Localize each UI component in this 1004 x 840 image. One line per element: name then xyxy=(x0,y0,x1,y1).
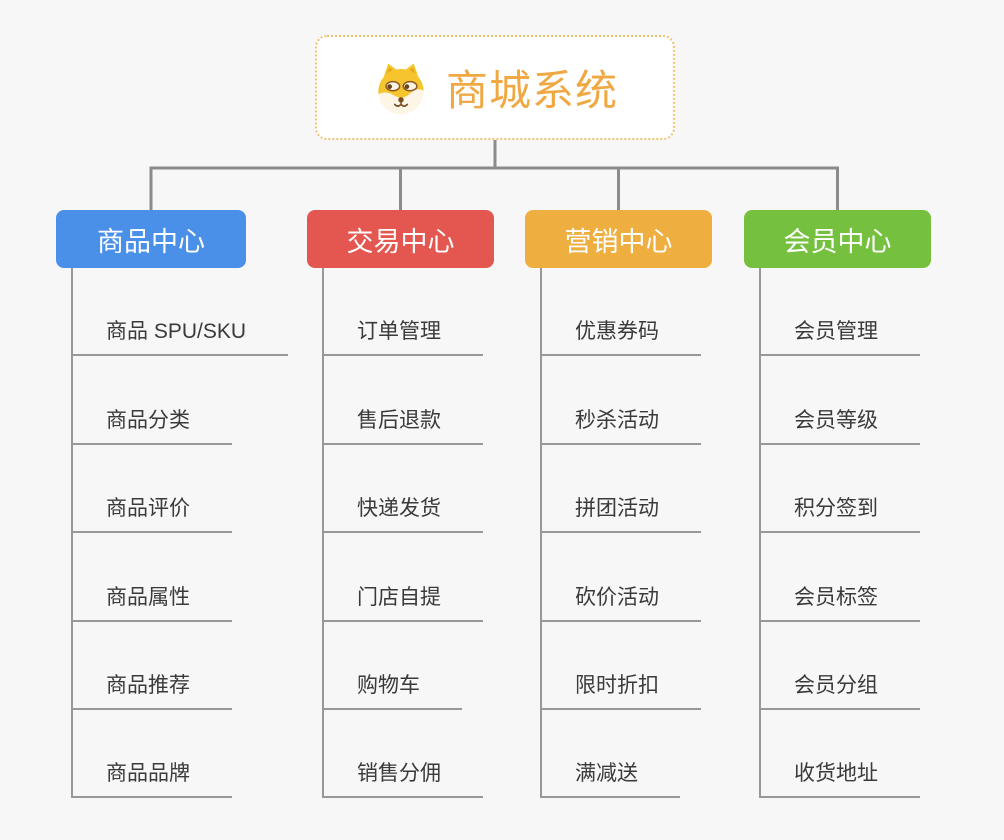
mindmap-node[interactable]: 会员管理 xyxy=(761,268,920,357)
mindmap-node[interactable]: 限时折扣 xyxy=(542,622,701,710)
branch-items-member: 会员管理 会员等级 积分签到 会员标签 会员分组 收货地址 xyxy=(759,268,920,799)
branch-label: 交易中心 xyxy=(346,226,455,257)
mindmap-node[interactable]: 售后退款 xyxy=(324,356,483,445)
mindmap-node[interactable]: 会员分组 xyxy=(761,622,920,710)
mindmap-node[interactable]: 商品评价 xyxy=(73,445,232,534)
root-title: 商城系统 xyxy=(445,67,618,114)
mindmap-node[interactable]: 销售分佣 xyxy=(324,710,483,799)
branch-items-product: 商品 SPU/SKU 商品分类 商品评价 商品属性 商品推荐 商品品牌 xyxy=(71,268,289,799)
mindmap-node[interactable]: 门店自提 xyxy=(324,533,483,622)
mindmap-node[interactable]: 商品分类 xyxy=(73,356,232,445)
mindmap-node[interactable]: 商品推荐 xyxy=(73,622,232,710)
branch-header-product[interactable]: 商品中心 xyxy=(56,210,246,268)
mindmap-node[interactable]: 购物车 xyxy=(324,622,462,710)
mindmap-node[interactable]: 砍价活动 xyxy=(542,533,701,622)
mindmap-node[interactable]: 商品属性 xyxy=(73,533,232,622)
mindmap-node[interactable]: 优惠券码 xyxy=(542,268,701,357)
mindmap-node[interactable]: 会员标签 xyxy=(761,533,920,622)
branch-items-trade: 订单管理 售后退款 快递发货 门店自提 购物车 销售分佣 xyxy=(322,268,483,799)
branch-header-marketing[interactable]: 营销中心 xyxy=(525,210,712,268)
mindmap-node[interactable]: 会员等级 xyxy=(761,356,920,445)
branch-label: 会员中心 xyxy=(783,226,892,257)
branch-label: 营销中心 xyxy=(564,226,673,257)
mindmap-node[interactable]: 快递发货 xyxy=(324,445,483,534)
branch-items-marketing: 优惠券码 秒杀活动 拼团活动 砍价活动 限时折扣 满减送 xyxy=(540,268,701,799)
mindmap-node[interactable]: 满减送 xyxy=(542,710,680,799)
mindmap-node[interactable]: 订单管理 xyxy=(324,268,483,357)
branch-label: 商品中心 xyxy=(97,226,205,257)
mindmap-node[interactable]: 商品 SPU/SKU xyxy=(73,268,289,357)
mindmap-node[interactable]: 秒杀活动 xyxy=(542,356,701,445)
mindmap-node[interactable]: 拼团活动 xyxy=(542,445,701,534)
dog-icon xyxy=(372,59,430,117)
mindmap-node[interactable]: 商品品牌 xyxy=(73,710,232,799)
root-node[interactable]: 商城系统 xyxy=(315,35,675,140)
mindmap-node[interactable]: 积分签到 xyxy=(761,445,920,534)
branch-header-member[interactable]: 会员中心 xyxy=(744,210,931,268)
mindmap-node[interactable]: 收货地址 xyxy=(761,710,920,799)
branch-header-trade[interactable]: 交易中心 xyxy=(307,210,494,268)
